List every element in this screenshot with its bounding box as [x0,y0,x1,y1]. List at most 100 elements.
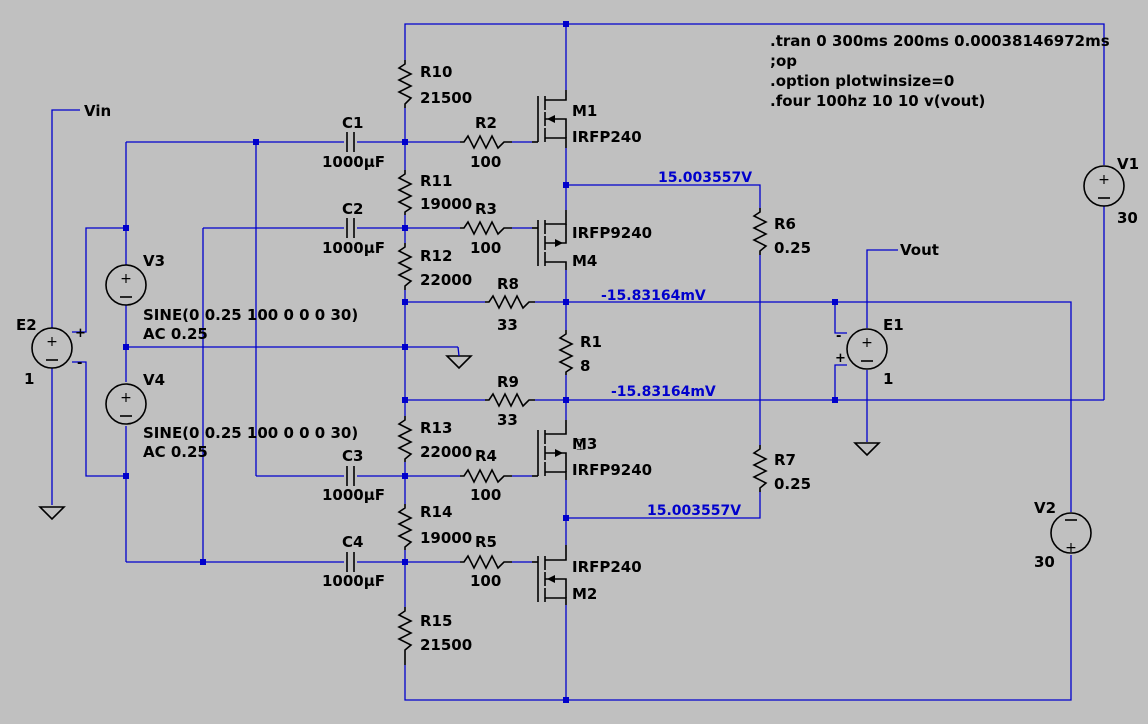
v3-name: V3 [143,252,165,270]
r13-value: 22000 [420,443,472,461]
r2-name: R2 [475,114,497,132]
r12-value: 22000 [420,271,472,289]
m1-name: M1 [572,102,597,120]
source-v3[interactable]: + V3 SINE(0 0.25 100 0 0 0 30) AC 0.25 [105,252,358,343]
m1-model: IRFP240 [572,128,642,146]
junctions [123,21,838,703]
c4-value: 1000µF [322,572,385,590]
vcvs-e2[interactable]: + + - E2 1 [16,316,86,388]
r7-name: R7 [774,451,796,469]
resistor-r12[interactable]: R12 22000 [397,243,472,290]
resistor-r13[interactable]: R13 22000 [397,416,472,462]
resistor-r5[interactable]: R5 100 [460,533,512,590]
r14-value: 19000 [420,529,472,547]
r4-value: 100 [470,486,501,504]
resistor-r2[interactable]: R2 100 [460,114,512,171]
resistor-r14[interactable]: R14 19000 [397,503,472,550]
resistor-r8[interactable]: R8 33 [485,275,535,334]
vcvs-e1[interactable]: + - + E1 1 [835,316,904,388]
plus-icon: + [120,271,132,287]
e1-minus-pin: - [836,329,841,344]
resistor-r6[interactable]: R6 0.25 [752,208,811,257]
ground-symbol-center [445,346,473,370]
e2-plus-pin: + [75,326,86,341]
c2-value: 1000µF [322,239,385,257]
capacitor-c4[interactable]: C4 1000µF [322,533,385,590]
r6-name: R6 [774,215,796,233]
text-cursor-icon: ⌶ [576,435,586,454]
voltage-label-m3-source: -15.83164mV [611,384,716,400]
r9-name: R9 [497,373,519,391]
plus-icon: + [120,390,132,406]
r10-value: 21500 [420,89,472,107]
r9-value: 33 [497,411,518,429]
plus-icon: + [1065,540,1077,556]
e1-plus-pin: + [835,351,846,366]
source-v4[interactable]: + V4 SINE(0 0.25 100 0 0 0 30) AC 0.25 [105,371,358,461]
plus-icon: + [861,335,873,351]
r4-name: R4 [475,447,497,465]
c4-name: C4 [342,533,363,551]
plus-icon: + [1098,172,1110,188]
capacitor-c1[interactable]: C1 1000µF [322,114,385,171]
wires [51,23,1105,701]
r7-value: 0.25 [774,475,811,493]
m2-name: M2 [572,585,597,603]
c1-name: C1 [342,114,363,132]
net-label-vout: Vout [900,241,939,259]
m3-name: M3 [572,435,597,453]
r15-value: 21500 [420,636,472,654]
mosfet-m4[interactable]: IRFP9240 M4 [532,210,652,270]
source-v1[interactable]: + V1 30 [1083,155,1139,227]
capacitor-c3[interactable]: C3 1000µF [322,447,385,504]
directive-tran: .tran 0 300ms 200ms 0.00038146972ms [770,32,1110,50]
r1-value: 8 [580,357,590,375]
c2-name: C2 [342,200,363,218]
c3-name: C3 [342,447,363,465]
r3-name: R3 [475,200,497,218]
r15-name: R15 [420,612,452,630]
m2-model: IRFP240 [572,558,642,576]
v2-value: 30 [1034,553,1055,571]
e2-minus-pin: - [77,356,82,371]
resistor-r10[interactable]: R10 21500 [397,60,472,108]
r14-name: R14 [420,503,452,521]
r8-name: R8 [497,275,519,293]
r11-name: R11 [420,172,452,190]
m4-name: M4 [572,252,597,270]
resistor-r1[interactable]: R1 8 [558,330,602,375]
directive-four: .four 100hz 10 10 v(vout) [770,92,985,110]
v3-value: SINE(0 0.25 100 0 0 0 30) [143,306,358,324]
capacitor-c2[interactable]: C2 1000µF [322,200,385,257]
e2-name: E2 [16,316,37,334]
ground-symbol-right [853,442,881,457]
source-v2[interactable]: + V2 30 [1034,499,1092,571]
mosfet-m2[interactable]: IRFP240 M2 [532,545,642,605]
directive-op: ;op [770,52,797,70]
resistor-r9[interactable]: R9 33 [485,373,535,429]
r5-name: R5 [475,533,497,551]
r1-name: R1 [580,333,602,351]
resistor-r15[interactable]: R15 21500 [397,607,472,665]
spice-directives[interactable]: .tran 0 300ms 200ms 0.00038146972ms ;op … [770,32,1110,110]
resistor-r3[interactable]: R3 100 [460,200,512,257]
directive-option: .option plotwinsize=0 [770,72,954,90]
v2-name: V2 [1034,499,1056,517]
net-label-vin: Vin [84,102,111,120]
m4-model: IRFP9240 [572,224,652,242]
voltage-label-lower-source: 15.003557V [647,503,741,519]
v4-ac: AC 0.25 [143,443,208,461]
mosfet-m3[interactable]: M3 IRFP9240 ⌶ [532,420,652,480]
resistor-r7[interactable]: R7 0.25 [752,445,811,493]
r8-value: 33 [497,316,518,334]
resistor-r4[interactable]: R4 100 [460,447,512,504]
mosfet-m1[interactable]: M1 IRFP240 [532,90,642,148]
resistor-r11[interactable]: R11 19000 [397,170,472,215]
m3-model: IRFP9240 [572,461,652,479]
r11-value: 19000 [420,195,472,213]
c3-value: 1000µF [322,486,385,504]
r3-value: 100 [470,239,501,257]
c1-value: 1000µF [322,153,385,171]
r5-value: 100 [470,572,501,590]
